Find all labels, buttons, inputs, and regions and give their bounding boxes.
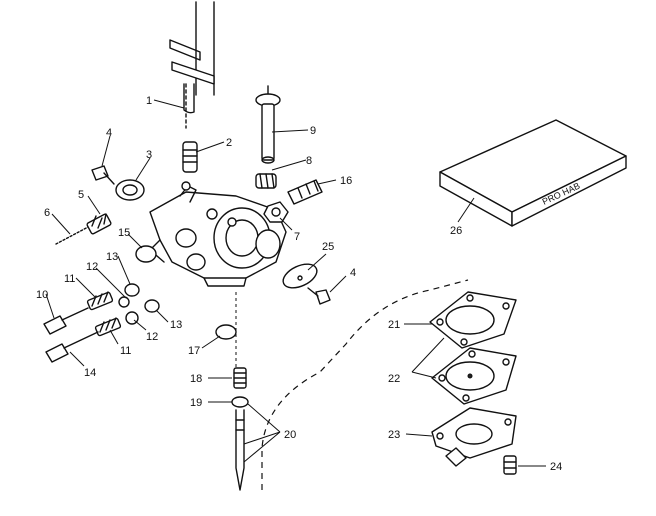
part-manual-26: PRO HAB	[439, 119, 627, 227]
part-cap-17	[215, 324, 237, 340]
part-needle-20	[235, 409, 245, 491]
part-spring-18	[233, 367, 247, 389]
callout-10: 10	[36, 289, 48, 301]
callout-24: 24	[550, 461, 562, 473]
callout-19: 19	[190, 397, 202, 409]
callout-13-top: 13	[106, 251, 118, 263]
callout-20: 20	[284, 429, 296, 441]
callout-8: 8	[306, 155, 312, 167]
part-cap-15	[135, 245, 157, 263]
callout-23: 23	[388, 429, 400, 441]
part-plug-3	[115, 179, 145, 201]
part-nut-7	[263, 201, 289, 223]
callout-11-bottom: 11	[120, 345, 131, 357]
part-spring-11b	[94, 317, 122, 337]
part-washer-12a	[118, 296, 130, 308]
callout-15: 15	[118, 227, 130, 239]
callout-25: 25	[322, 241, 334, 253]
part-carburetor-body	[149, 181, 287, 287]
callout-16: 16	[340, 175, 352, 187]
callout-2: 2	[226, 137, 232, 149]
part-screw-4b	[307, 287, 331, 305]
part-spring-2	[182, 141, 198, 173]
callout-26: 26	[450, 225, 462, 237]
part-tube-9	[255, 85, 281, 164]
part-fitting-16	[287, 179, 323, 205]
leader-lines	[45, 99, 546, 467]
part-throttle-rod	[169, 1, 215, 129]
part-washer-13a	[124, 283, 140, 297]
part-screw-10	[43, 307, 89, 335]
part-screw-14	[45, 331, 99, 363]
callout-3: 3	[146, 149, 152, 161]
callout-18: 18	[190, 373, 202, 385]
callout-14: 14	[84, 367, 96, 379]
callout-21: 21	[388, 319, 400, 331]
part-spring-11a	[86, 291, 114, 311]
part-washer-19	[231, 396, 249, 408]
callout-11-top: 11	[64, 273, 75, 285]
callout-9: 9	[310, 125, 316, 137]
callout-7: 7	[294, 231, 300, 243]
callout-4-top: 4	[106, 127, 112, 139]
part-screw-4a	[91, 165, 115, 185]
part-needle-6	[55, 213, 112, 245]
callout-22: 22	[388, 373, 400, 385]
part-spring-8	[255, 173, 277, 189]
callout-4-bottom: 4	[350, 267, 356, 279]
callout-labels: 1 2 3 4 5 6 7 8 9 10 11 11 12 12 13 13 1…	[36, 95, 562, 473]
callout-6: 6	[44, 207, 50, 219]
part-fitting-24	[503, 455, 517, 475]
callout-1: 1	[146, 95, 152, 107]
part-gasket-21	[429, 291, 517, 349]
part-pump-cover-23	[431, 407, 517, 467]
fuel-line-dashed	[261, 279, 469, 490]
callout-12-top: 12	[86, 261, 98, 273]
callout-5: 5	[78, 189, 84, 201]
callout-12-bottom: 12	[146, 331, 158, 343]
callout-13-bottom: 13	[170, 319, 182, 331]
part-diaphragm-22	[431, 347, 517, 405]
part-washer-13b	[144, 299, 160, 313]
callout-17: 17	[188, 345, 200, 357]
